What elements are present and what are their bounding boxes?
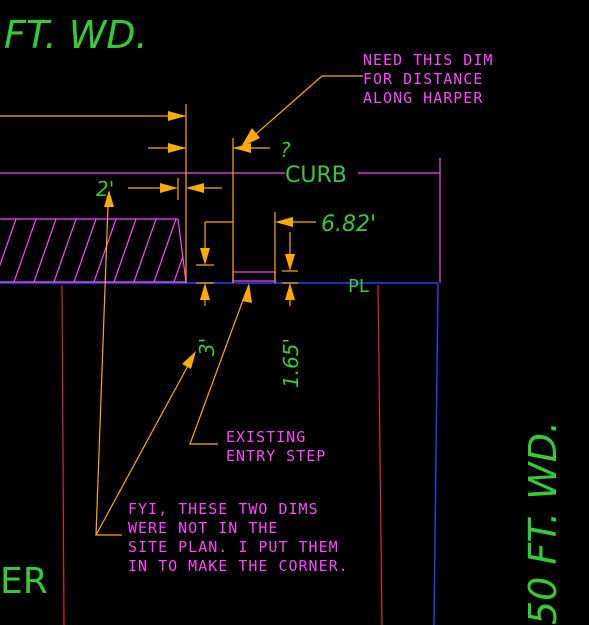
note-fyi-line-2: WERE NOT IN THE — [128, 519, 278, 537]
property-line-symbol: PL — [348, 276, 369, 297]
note-fyi-line-3: SITE PLAN. I PUT THEM — [128, 538, 339, 556]
note-fyi: FYI, THESE TWO DIMS WERE NOT IN THE SITE… — [128, 500, 349, 575]
dim-step-offset: 6.82' — [321, 212, 376, 237]
curb-label: CURB — [285, 163, 347, 188]
note-fyi-line-4: IN TO MAKE THE CORNER. — [128, 557, 349, 575]
dimension-lines — [0, 75, 363, 536]
note-need-dim: NEED THIS DIM FOR DISTANCE ALONG HARPER — [363, 51, 493, 107]
dim-vertical-a: 3' — [195, 338, 219, 356]
entry-step-rect — [232, 271, 276, 282]
note-entry-step: EXISTING ENTRY STEP — [226, 428, 326, 465]
note-need-dim-line-1: NEED THIS DIM — [363, 51, 493, 69]
note-need-dim-line-3: ALONG HARPER — [363, 89, 483, 107]
red-building-lines — [61, 284, 383, 625]
hatched-area — [0, 219, 186, 282]
street-width-label-top: FT. WD. — [4, 13, 148, 57]
partial-street-label: ER — [0, 561, 48, 602]
note-need-dim-line-2: FOR DISTANCE — [363, 70, 483, 88]
note-entry-step-line-1: EXISTING — [226, 428, 306, 446]
unknown-dimension-label: ? — [280, 138, 291, 162]
note-fyi-line-1: FYI, THESE TWO DIMS — [128, 500, 319, 518]
note-entry-step-line-2: ENTRY STEP — [226, 447, 326, 465]
curb-geometry — [0, 158, 441, 283]
blue-property-lines — [0, 282, 439, 625]
dim-curb-offset: 2' — [96, 177, 114, 201]
dimension-arrowheads — [104, 111, 295, 369]
street-width-label-right: 50 FT. WD. — [521, 421, 565, 625]
dim-vertical-b: 1.65' — [279, 338, 303, 388]
